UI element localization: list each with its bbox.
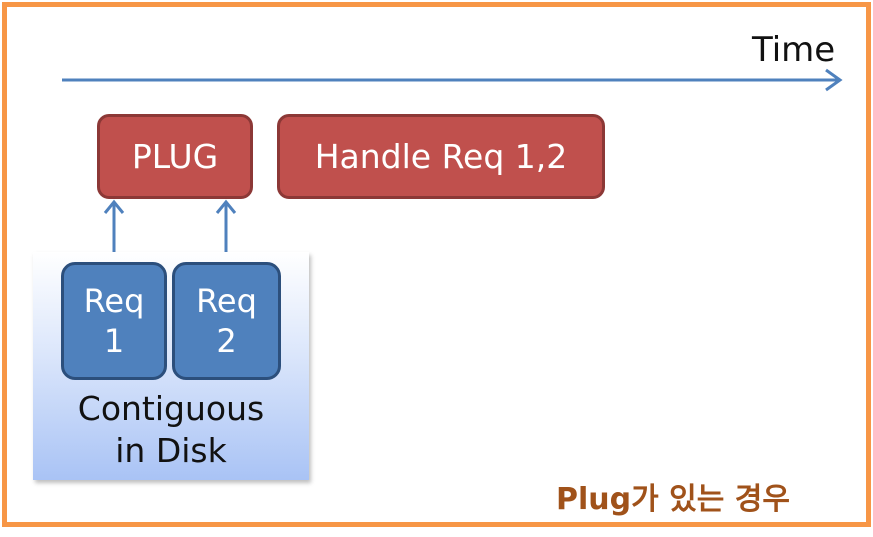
request-1-number: 1 bbox=[103, 322, 125, 360]
plug-box-label: PLUG bbox=[131, 137, 219, 176]
caption: Plug가 있는 경우 bbox=[556, 482, 790, 517]
handle-box-label: Handle Req 1,2 bbox=[314, 137, 568, 176]
disk-label: Contiguous in Disk bbox=[33, 388, 309, 472]
timeline-arrow bbox=[62, 68, 843, 92]
handle-requests-box: Handle Req 1,2 bbox=[277, 114, 605, 199]
request-1-title: Req bbox=[83, 282, 145, 320]
disk-label-line1: Contiguous bbox=[77, 389, 265, 428]
request-1-box: Req 1 bbox=[61, 262, 167, 380]
request-2-box: Req 2 bbox=[172, 262, 281, 380]
request-2-title: Req bbox=[196, 282, 257, 320]
request-2-number: 2 bbox=[216, 322, 237, 360]
time-label: Time bbox=[752, 30, 836, 70]
plug-box: PLUG bbox=[97, 114, 253, 199]
disk-label-line2: in Disk bbox=[115, 431, 227, 470]
